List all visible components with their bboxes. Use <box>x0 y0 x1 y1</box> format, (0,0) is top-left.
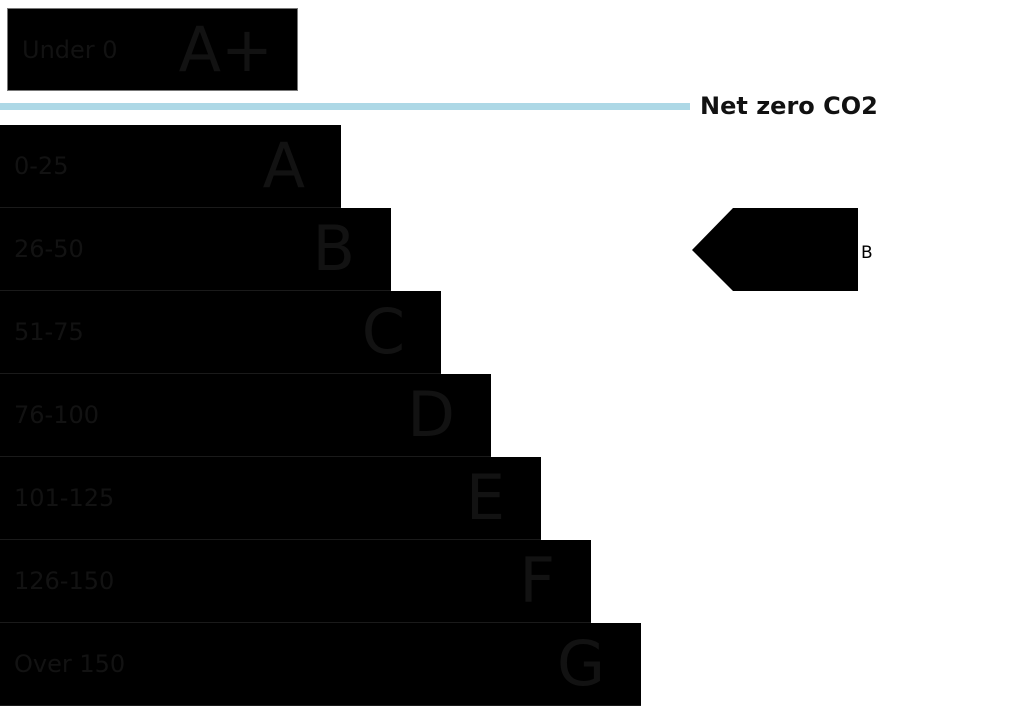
band-e: 101-125 E <box>0 457 541 540</box>
band-letter: E <box>465 461 505 534</box>
band-range: 0-25 <box>14 152 69 180</box>
current-rating-label: B <box>861 243 873 263</box>
band-f: 126-150 F <box>0 540 591 623</box>
band-range: 26-50 <box>14 235 84 263</box>
band-letter: B <box>312 212 355 285</box>
band-range: 101-125 <box>14 484 115 512</box>
net-zero-line <box>0 103 690 110</box>
band-letter: D <box>407 378 455 451</box>
band-letter: F <box>519 544 555 617</box>
current-rating-arrow <box>692 208 858 291</box>
band-range: Over 150 <box>14 650 126 678</box>
band-c: 51-75 C <box>0 291 441 374</box>
band-letter: A+ <box>178 12 273 86</box>
band-range: Under 0 <box>22 35 118 64</box>
band-range: 51-75 <box>14 318 84 346</box>
band-a: 0-25 A <box>0 125 341 208</box>
band-g: Over 150 G <box>0 623 641 706</box>
band-letter: A <box>262 129 305 202</box>
band-letter: C <box>361 295 405 368</box>
net-zero-label: Net zero CO2 <box>700 92 878 120</box>
band-a-plus: Under 0 A+ <box>7 8 298 91</box>
band-range: 76-100 <box>14 401 100 429</box>
band-b: 26-50 B <box>0 208 391 291</box>
band-range: 126-150 <box>14 567 115 595</box>
band-d: 76-100 D <box>0 374 491 457</box>
band-letter: G <box>556 627 605 700</box>
